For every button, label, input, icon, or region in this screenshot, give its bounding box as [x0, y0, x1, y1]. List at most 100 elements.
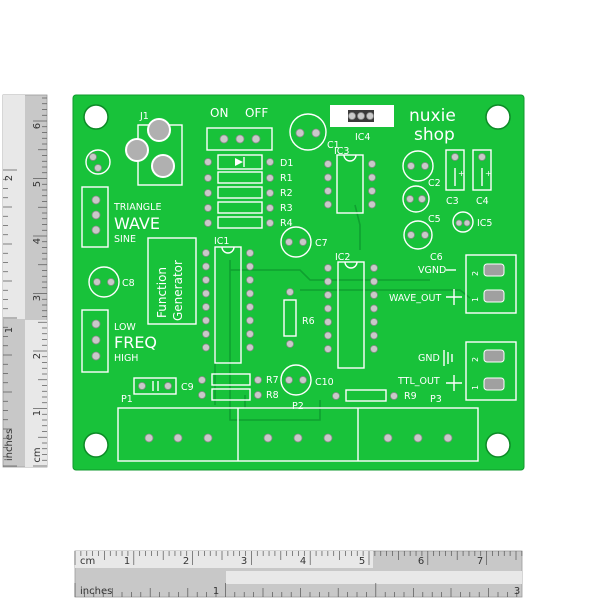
ic2-pad-l4: [324, 304, 332, 313]
r3-label: R3: [280, 203, 293, 214]
c4-pad-1: [478, 153, 486, 161]
terminal-2-pin-2: 2: [471, 357, 480, 362]
r4-label: R4: [280, 218, 293, 229]
r8-label: R8: [266, 390, 279, 401]
left-cm-tick-5: 5: [32, 181, 43, 187]
c3-polarity: +: [458, 169, 465, 178]
ic3-outline: [336, 154, 364, 214]
terminal-1-screw-top: [483, 263, 505, 277]
c7-outline: [280, 226, 312, 258]
r1-outline: [217, 171, 263, 184]
p3-pad-3: [443, 433, 453, 443]
j1-pin-top: [147, 118, 171, 142]
r2-pad-1: [204, 189, 212, 197]
ic1-pad-r5: [246, 303, 254, 311]
freq-selector: LOW FREQ HIGH: [81, 309, 157, 373]
p3-label: P3: [430, 394, 442, 405]
c3-c4-capacitors: + + C3 C4: [445, 149, 492, 207]
gnd-label: GND: [418, 353, 440, 364]
c3-label: C3: [446, 196, 459, 207]
ic1-pads: [202, 249, 254, 352]
ic3-pad-l1: [324, 160, 332, 168]
switch-pad-3: [251, 134, 261, 144]
ic1-pad-l7: [202, 330, 210, 338]
ic1-pad-r2: [246, 262, 254, 271]
r8-pad-2: [254, 391, 262, 399]
c9-outline: [133, 377, 177, 395]
ic2-notch: [344, 261, 358, 269]
sine-label: SINE: [114, 234, 136, 245]
c2-capacitor: C2: [402, 150, 441, 189]
left-inch-tick-2: 2: [4, 175, 15, 181]
p2-pad-3: [323, 433, 333, 443]
ic1-pad-l4: [202, 289, 210, 298]
ic3-pads: [324, 160, 376, 209]
j1-pin-bottom: [151, 154, 175, 178]
c6-pad-2: [421, 231, 429, 239]
ic5-component: IC5: [452, 211, 492, 233]
r1-pad-2: [266, 174, 274, 182]
terminal-block-2: 2 1: [465, 341, 517, 401]
c4-polarity: +: [485, 169, 492, 178]
c2-outline: [402, 150, 434, 182]
c8-pad-2: [107, 278, 115, 286]
ic4-pad-3: [366, 112, 374, 120]
ic1-pad-l5: [202, 303, 210, 311]
left-ruler: 6 5 4 3 2 1 cm 2 1 inches: [2, 94, 48, 468]
ic2-label: IC2: [335, 252, 350, 263]
ic5-pad-1: [455, 219, 463, 227]
left-cm-tick-1: 1: [32, 410, 43, 416]
c5-outline: [402, 185, 430, 213]
r6-pad-2: [286, 340, 294, 348]
c3-outline: [445, 149, 465, 191]
ic2-pad-l1: [324, 264, 332, 272]
ic3-pad-r2: [368, 173, 376, 182]
bottom-ruler-inch-band: [226, 571, 522, 584]
left-cm-tick-3: 3: [32, 295, 43, 301]
c5-label: C5: [428, 214, 441, 225]
c8-label: C8: [122, 278, 135, 289]
terminal-2-screw-bottom: [483, 377, 505, 391]
high-label: HIGH: [114, 353, 138, 364]
c8-outline: [88, 266, 120, 298]
bottom-ruler-ticks: [74, 551, 523, 597]
ic3-notch: [343, 154, 357, 162]
p3-pad-1: [383, 433, 393, 443]
freq-label: FREQ: [114, 333, 157, 352]
ic5-label: IC5: [477, 218, 492, 229]
bottom-cm-tick-5: 5: [359, 556, 365, 567]
ic4-pad-2: [357, 112, 365, 120]
c5-pad-2: [418, 195, 426, 203]
c1-capacitor: C1: [289, 113, 340, 151]
ic1-pad-r6: [246, 316, 254, 325]
c5-capacitor: C5: [402, 185, 441, 225]
c6-capacitor: C6: [403, 220, 443, 263]
trace-b: [230, 269, 430, 281]
potentiometer-row: [117, 407, 479, 462]
bottom-cm-tick-6: 6: [418, 556, 424, 567]
bottom-cm-label: cm: [80, 556, 95, 567]
c5-pad-1: [406, 195, 414, 203]
ic1-notch: [221, 246, 235, 254]
d1-symbol: [235, 158, 243, 166]
brand-line-1: nuxie: [409, 106, 456, 126]
bottom-cm-tick-3: 3: [241, 556, 247, 567]
c10-pad-1: [285, 376, 293, 384]
r3-pad-1: [204, 204, 212, 212]
mount-hole-bottom-right: [485, 432, 511, 458]
wave-label: WAVE: [114, 214, 160, 233]
r7-pad-1: [198, 376, 206, 384]
ic5-pad-2: [463, 219, 471, 227]
terminal-2-pin-1: 1: [471, 385, 480, 390]
ic3-pad-r1: [368, 160, 376, 168]
ic2-pad-r7: [370, 345, 378, 353]
func-gen-line-2: Generator: [171, 260, 185, 321]
wave-selector-outline: [81, 186, 109, 248]
p2-pad-2: [293, 433, 303, 443]
ic1-pad-r1: [246, 249, 254, 257]
c8-pad-1: [93, 278, 101, 286]
func-gen-box: [147, 237, 197, 325]
switch-on-label: ON: [210, 106, 228, 120]
r4-pad-2: [266, 219, 274, 227]
ic2-chip: IC2: [324, 252, 378, 369]
